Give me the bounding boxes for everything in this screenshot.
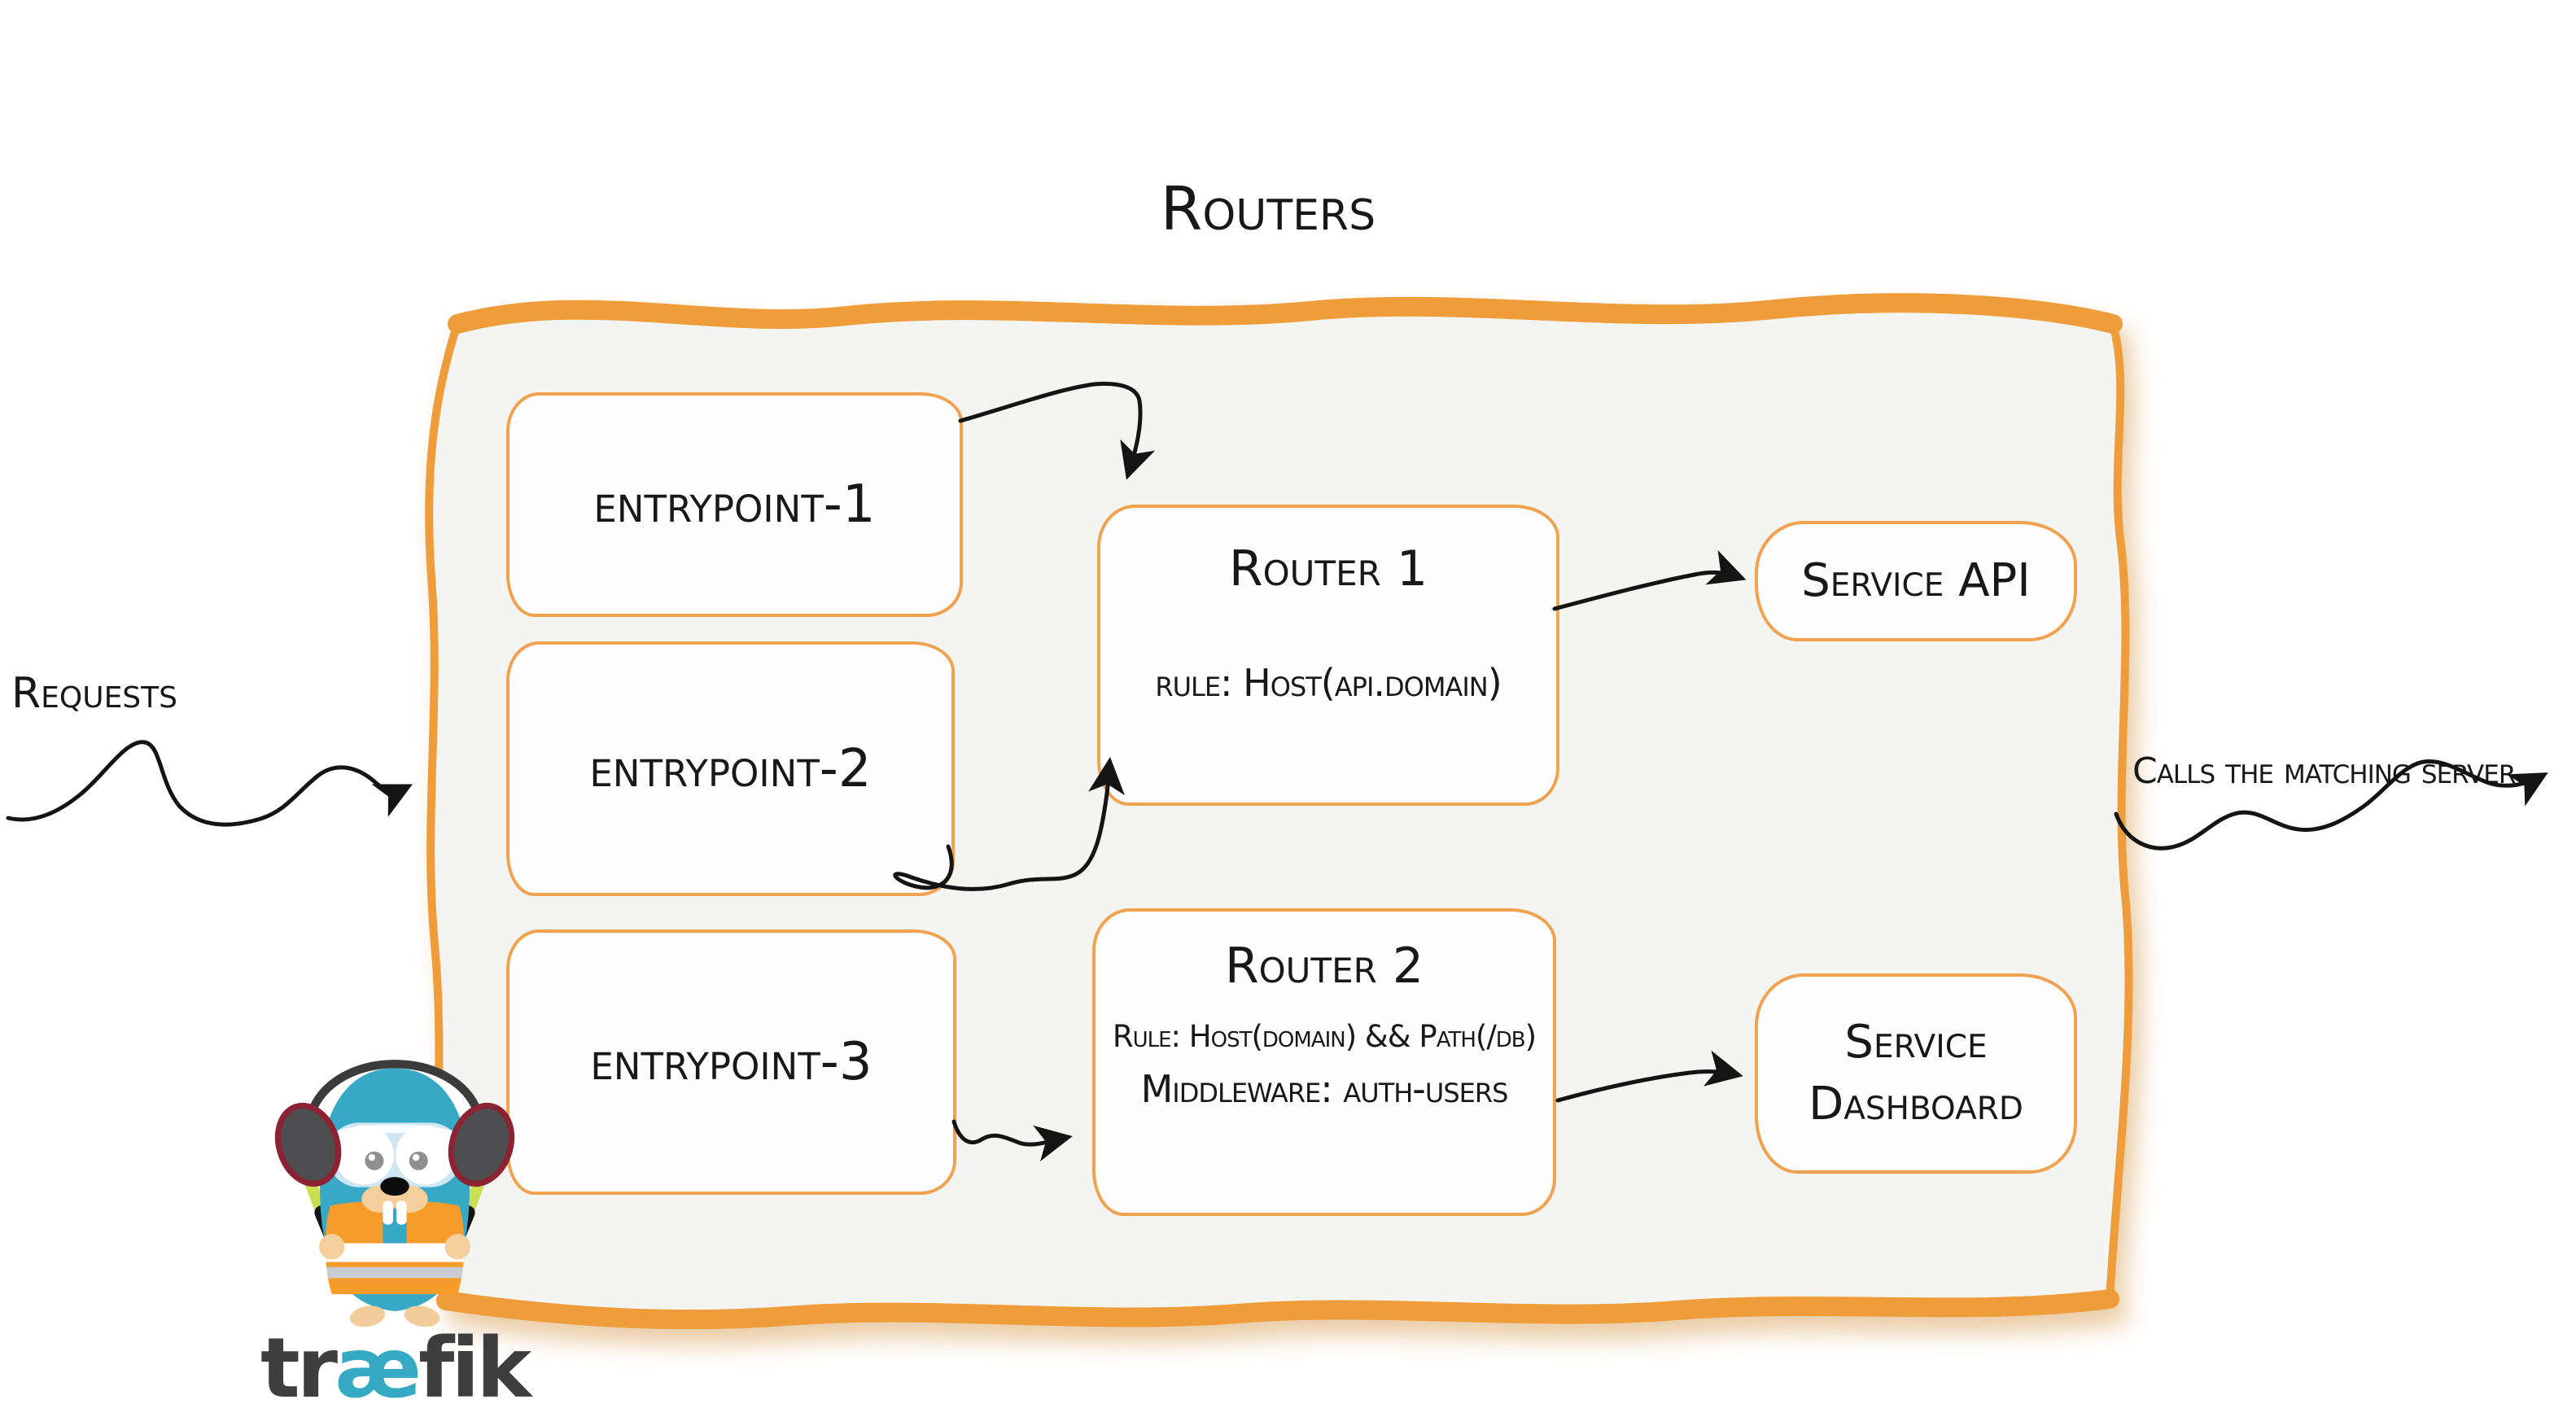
router-1-rule: rule: Host(api.domain) — [1155, 661, 1502, 705]
gopher-foot-right — [404, 1305, 440, 1327]
entrypoint-1-label: entrypoint-1 — [593, 475, 876, 535]
router-2-title: Router 2 — [1224, 938, 1424, 995]
entrypoint-2-label: entrypoint-2 — [589, 738, 872, 799]
service-dashboard-box: Service Dashboard — [1755, 973, 2077, 1174]
router-2-box: Router 2 Rule: Host(domain) && Path(/db)… — [1092, 908, 1556, 1216]
router-2-rule: Rule: Host(domain) && Path(/db) — [1112, 1019, 1537, 1054]
router-2-middleware: Middleware: auth-users — [1140, 1067, 1509, 1111]
gopher-hand-right — [444, 1234, 470, 1260]
service-dashboard-label: Service Dashboard — [1808, 1016, 2023, 1131]
safety-vest — [325, 1201, 465, 1295]
wordmark-ae: æ — [335, 1320, 422, 1417]
service-api-box: Service API — [1755, 521, 2077, 641]
gopher-muzzle — [361, 1177, 428, 1225]
router-1-title: Router 1 — [1228, 540, 1428, 597]
diagram-title: Routers — [1160, 174, 1376, 244]
headphone-cup-right — [448, 1102, 515, 1187]
headphone-cup-left — [274, 1102, 342, 1187]
container-bottom-edge — [436, 1289, 2119, 1330]
calls-matching-server-label: Calls the matching server — [2132, 750, 2516, 792]
entrypoint-3-box: entrypoint-3 — [506, 929, 956, 1195]
wordmark-fik: fik — [418, 1320, 531, 1417]
entrypoint-1-box: entrypoint-1 — [506, 392, 963, 617]
gopher-goggles — [326, 1122, 463, 1187]
gopher-foot-left — [349, 1305, 386, 1327]
requests-label: Requests — [11, 669, 178, 718]
traefik-gopher-mascot — [274, 1060, 515, 1327]
traefik-wordmark: træfik — [260, 1320, 531, 1417]
wordmark-tr: tr — [260, 1320, 338, 1417]
container-top-edge — [448, 293, 2123, 334]
router-1-box: Router 1 rule: Host(api.domain) — [1097, 505, 1559, 806]
gopher-hand-left — [319, 1234, 345, 1260]
service-api-label: Service API — [1801, 554, 2031, 608]
entrypoint-3-label: entrypoint-3 — [590, 1032, 873, 1092]
entrypoint-2-box: entrypoint-2 — [506, 641, 955, 896]
